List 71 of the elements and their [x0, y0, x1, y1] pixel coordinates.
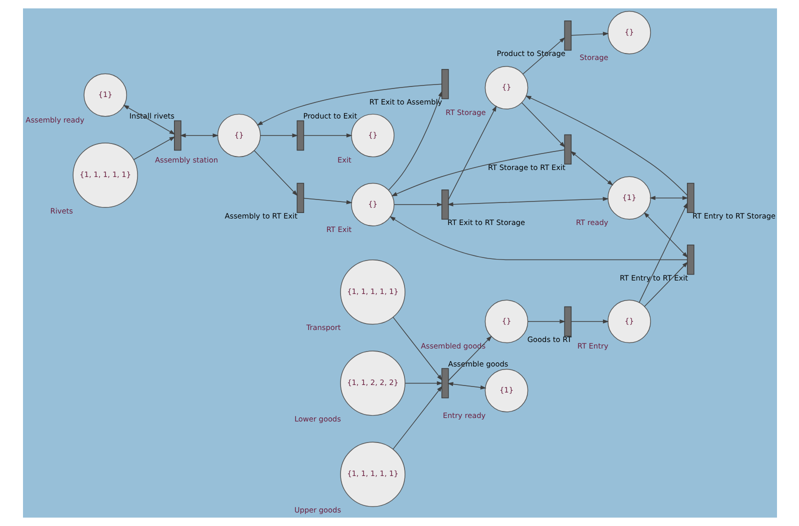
node-bar: [174, 120, 181, 151]
node-label: RT Entry to RT Exit: [619, 273, 688, 282]
arrow: [392, 386, 442, 450]
node-bar: [440, 190, 448, 220]
arrow: [570, 150, 613, 186]
node-circle: {1}: [484, 368, 528, 412]
node-circle: {}: [216, 114, 260, 158]
node-label: Assembly to RT Exit: [224, 212, 297, 221]
arrow: [390, 150, 564, 196]
node-bar: [296, 182, 304, 214]
node-label: Assembly station: [154, 156, 218, 165]
arrow: [253, 150, 298, 196]
arrow: [638, 202, 688, 303]
node-circle: {1, 1, 1, 1, 1}: [72, 142, 138, 208]
node-circle: {1, 1, 1, 1, 1}: [340, 442, 405, 507]
arrow: [570, 32, 608, 36]
node-label: Assembly ready: [25, 115, 84, 124]
node-circle: {}: [607, 10, 650, 54]
node-label: RT Exit to RT Storage: [447, 218, 525, 228]
arrow: [260, 133, 298, 138]
node-bar: [296, 120, 304, 151]
arrow: [133, 136, 175, 160]
node-label: Transport: [306, 323, 340, 332]
arrow: [303, 133, 352, 138]
node-label: Rivets: [50, 206, 73, 216]
node-label: Entry ready: [442, 410, 486, 420]
node-label: Storage: [579, 52, 608, 62]
node-label: RT ready: [575, 218, 608, 228]
node-circle: {1, 1, 2, 2, 2}: [340, 350, 405, 416]
node-label: Upper goods: [294, 506, 341, 515]
arrow: [522, 37, 565, 74]
node-label: RT Storage to RT Exit: [487, 163, 565, 172]
node-bar: [564, 306, 572, 337]
arrow: [524, 96, 688, 196]
arrow: [404, 381, 442, 386]
node-label: RT Storage: [445, 108, 486, 117]
arrow: [643, 212, 688, 258]
node-bar: [440, 368, 448, 398]
arrow: [389, 216, 688, 260]
node-circle: {}: [607, 300, 650, 344]
node-bar: [564, 20, 572, 51]
arrow: [520, 102, 565, 148]
node-label: RT Entry to RT Storage: [692, 212, 776, 221]
node-bar: [686, 244, 694, 275]
node-circle: {}: [484, 66, 528, 110]
arrow: [393, 202, 442, 207]
node-label: Lower goods: [294, 414, 340, 424]
arrow: [392, 316, 442, 381]
arrow: [570, 319, 608, 324]
arrow: [122, 104, 175, 135]
arrow: [303, 198, 352, 204]
arrow: [448, 106, 496, 200]
node-bar: [686, 182, 694, 214]
arrow: [649, 196, 688, 200]
arrow: [526, 319, 566, 324]
arrow: [256, 84, 442, 126]
node-label: Goods to RT: [526, 335, 572, 344]
node-bar: [564, 134, 572, 165]
arrow: [388, 90, 442, 190]
arrow: [446, 196, 608, 206]
node-circle: {}: [350, 182, 394, 226]
arrow: [179, 133, 218, 138]
node-label: RT Exit: [326, 224, 352, 234]
node-label: RT Entry: [576, 342, 608, 351]
node-circle: {1, 1, 1, 1, 1}: [340, 259, 405, 325]
arrow: [644, 262, 688, 307]
node-bar: [440, 68, 448, 100]
node-label: Exit: [337, 156, 351, 165]
node-circle: {1}: [83, 73, 127, 117]
arrow: [448, 336, 492, 381]
arrow: [446, 382, 486, 390]
